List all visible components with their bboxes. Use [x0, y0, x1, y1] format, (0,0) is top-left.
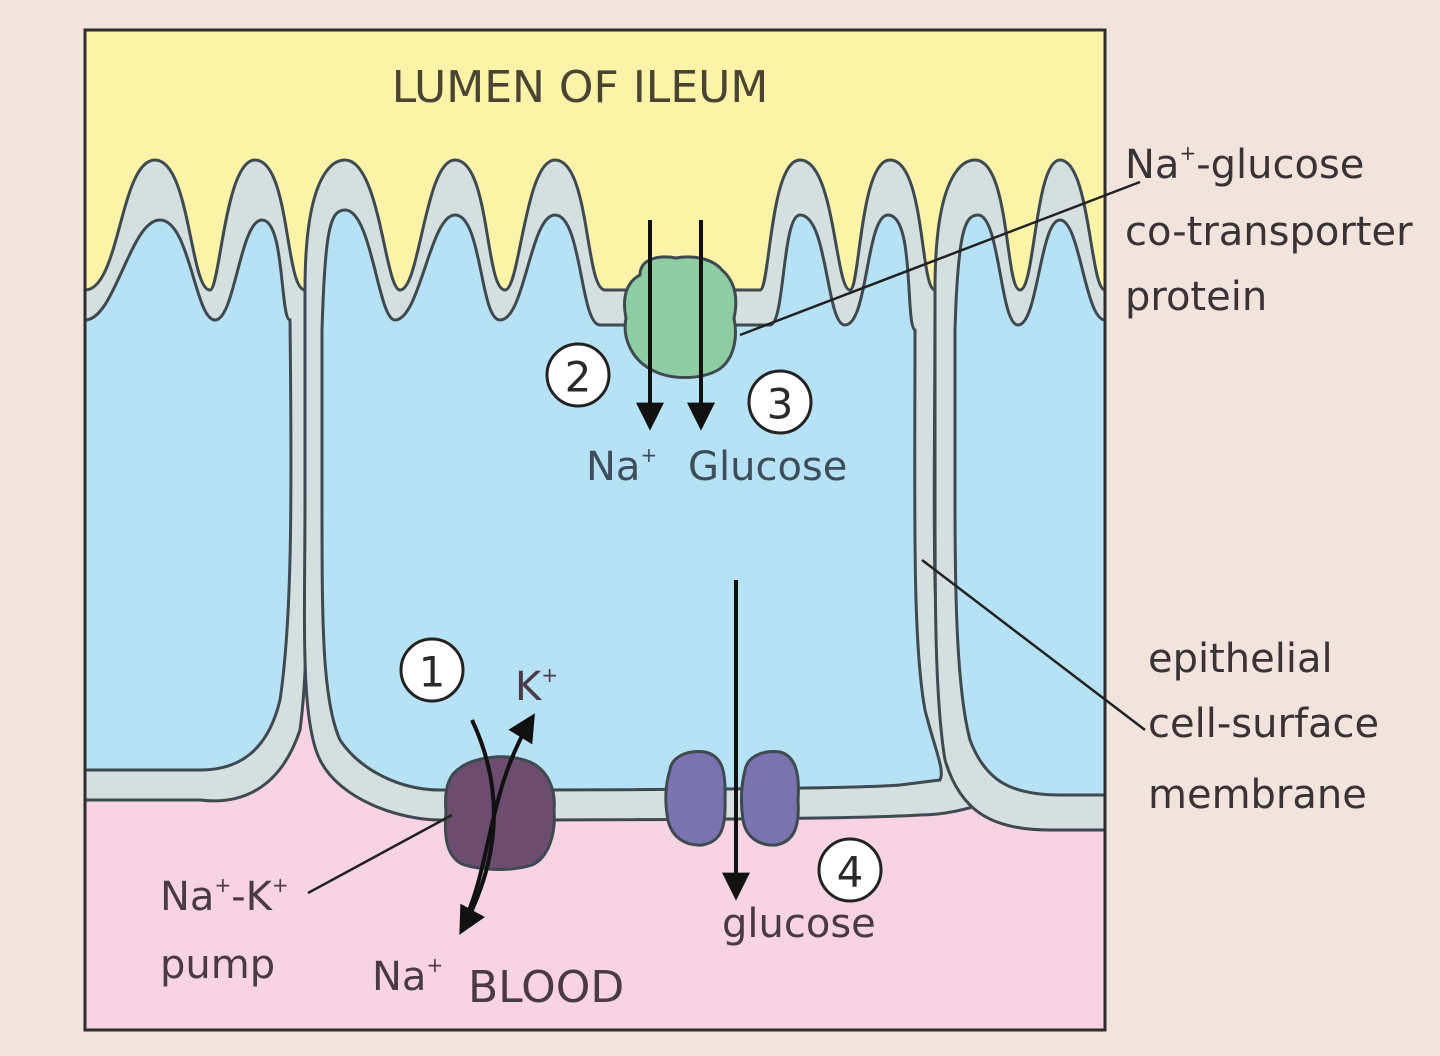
step-3-marker: 3 — [747, 369, 813, 435]
cotransporter-label-line2: co-transporter — [1125, 209, 1413, 255]
glucose-channel-left — [664, 750, 727, 847]
central-cell-cytoplasm — [320, 208, 943, 792]
cotransporter-protein — [623, 255, 738, 379]
glucose-in-label: Glucose — [688, 444, 847, 490]
membrane-leader-line — [921, 559, 1146, 731]
cotransporter-leader-line — [739, 180, 1141, 337]
glucose-out-label: glucose — [722, 901, 876, 947]
step-2-number: 2 — [565, 353, 592, 402]
cotransporter-label-line3: protein — [1125, 274, 1267, 320]
lumen-label: LUMEN OF ILEUM — [392, 62, 769, 113]
membrane-label-line2: cell-surface — [1148, 701, 1379, 747]
na-out-label: Na+ — [372, 953, 443, 1000]
step-4-marker: 4 — [817, 837, 883, 903]
step-1-number: 1 — [419, 648, 446, 697]
na-k-pump — [443, 755, 556, 871]
left-cell-interior — [85, 218, 293, 772]
k-in-label: K+ — [515, 663, 558, 710]
right-cell-interior — [953, 213, 1105, 797]
pump-leader-line — [307, 813, 453, 895]
cotransporter-label-line1: Na+-glucose — [1125, 141, 1364, 188]
diagram-border — [83, 28, 1107, 1032]
step-1-marker: 1 — [399, 637, 465, 703]
membrane-label-line3: membrane — [1148, 772, 1367, 818]
blood-label: BLOOD — [468, 962, 624, 1013]
step-2-marker: 2 — [545, 342, 611, 408]
pump-label-line1: Na+-K+ — [160, 873, 289, 920]
pump-label-line2: pump — [160, 942, 275, 988]
membrane-label-line1: epithelial — [1148, 636, 1333, 682]
na-in-label: Na+ — [586, 443, 657, 490]
step-4-number: 4 — [837, 848, 864, 897]
glucose-channel-right — [740, 750, 800, 847]
step-3-number: 3 — [767, 380, 794, 429]
na-exit-arrow — [459, 719, 496, 935]
